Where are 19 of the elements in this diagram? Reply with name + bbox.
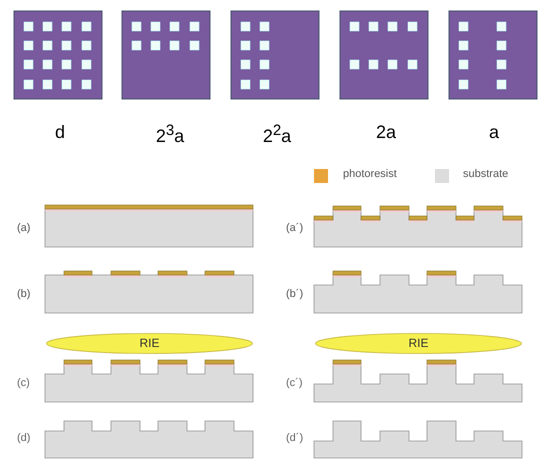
process-label: RIE [408, 336, 428, 350]
pattern-label: a [488, 122, 500, 143]
step-label: (b´) [286, 288, 304, 300]
legend-label: substrate [463, 168, 508, 180]
pattern-label: 2$^{3}$a [154, 122, 186, 147]
pattern-label: d [54, 122, 66, 143]
pattern-label: 2a [374, 122, 398, 143]
pattern-label: 2$^{2}$a [262, 122, 292, 147]
step-label: (b) [17, 288, 30, 300]
step-label: (a´) [286, 222, 304, 234]
step-label: (c´) [286, 377, 302, 389]
step-label: (a) [17, 222, 30, 234]
legend-label: photoresist [343, 168, 397, 180]
process-label: RIE [140, 336, 160, 350]
step-label: (c) [17, 377, 30, 389]
plasma-ellipse [46, 333, 253, 354]
step-label: (d´) [286, 432, 304, 444]
plasma-ellipse [315, 333, 522, 354]
step-label: (d) [17, 432, 30, 444]
